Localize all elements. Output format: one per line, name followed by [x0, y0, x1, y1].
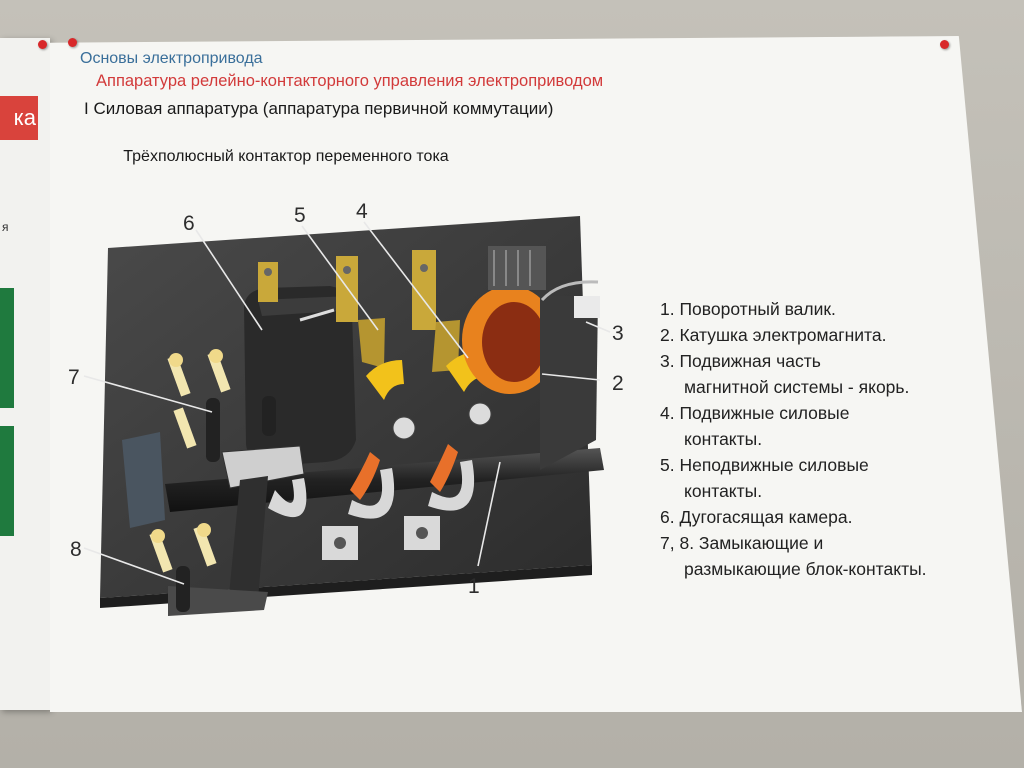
flexible-conductor	[268, 478, 307, 518]
armature-plate	[574, 296, 600, 318]
diagram-title: Трёхполюсный контактор переменного тока	[123, 148, 449, 165]
flexible-conductor	[428, 460, 475, 511]
fixed-contact	[432, 320, 460, 372]
legend-item: 3. Подвижная часть	[660, 351, 821, 371]
contact-holder	[350, 452, 380, 500]
aux-pushrod	[262, 396, 276, 436]
section-title: I Силовая аппаратура (аппаратура первичн…	[84, 99, 554, 118]
arc-chute-highlight	[299, 308, 335, 322]
left-poster-text-fragment: я	[2, 220, 9, 234]
bolt-icon	[334, 537, 346, 549]
left-poster-green-block	[0, 288, 14, 408]
spring-icon	[468, 402, 492, 426]
push-pin-icon	[68, 38, 77, 47]
aux-contacts-upper	[167, 349, 231, 449]
bolt-icon	[264, 268, 272, 276]
course-title: Основы электропривода	[80, 50, 263, 67]
callout-number: 4	[356, 200, 368, 223]
left-poster-green-block	[0, 426, 14, 536]
callout-number: 3	[612, 322, 624, 345]
aux-pushrod	[206, 398, 220, 462]
push-pin-icon	[38, 40, 47, 49]
spring-icon	[392, 416, 416, 440]
legend-item: 1. Поворотный валик.	[660, 299, 836, 319]
legend-item: 2. Катушка электромагнита.	[660, 325, 887, 345]
aux-contacts-lower	[149, 523, 217, 573]
callout-number: 8	[70, 538, 82, 561]
flexible-conductor	[348, 468, 395, 519]
legend-item: 5. Неподвижные силовые	[660, 455, 869, 475]
aux-base	[168, 586, 268, 616]
legend-list: 1. Поворотный валик. 2. Катушка электром…	[660, 296, 1020, 582]
contact-holder	[430, 444, 458, 492]
left-poster-red-badge: ка	[0, 96, 38, 140]
fixed-terminal	[336, 256, 358, 322]
legend-item: 4. Подвижные силовые	[660, 403, 850, 423]
callout-number: 5	[294, 204, 306, 227]
bolt-icon	[416, 527, 428, 539]
fixed-terminal	[258, 262, 278, 302]
bolt-icon	[343, 266, 351, 274]
callout-number: 2	[612, 372, 624, 395]
legend-item: размыкающие блок-контакты.	[684, 559, 927, 579]
legend-item: контакты.	[684, 429, 763, 449]
bolt-icon	[420, 264, 428, 272]
armature-spring	[540, 280, 599, 302]
legend-item: 6. Дугогасящая камера.	[660, 507, 853, 527]
left-neighbor-poster: ка я	[0, 38, 50, 710]
aux-pushrod	[176, 566, 190, 612]
legend-item: магнитной системы - якорь.	[684, 377, 910, 397]
coil-inner	[482, 302, 546, 382]
callout-number: 7	[68, 366, 80, 389]
shaft-bracket	[122, 432, 165, 528]
legend-item: контакты.	[684, 481, 763, 501]
moving-contact	[366, 360, 404, 400]
callout-number: 1	[468, 575, 480, 598]
aux-lever	[228, 476, 268, 606]
callout-leaders	[83, 221, 611, 585]
fixed-contact	[358, 318, 385, 368]
legend-item: 7, 8. Замыкающие и	[660, 533, 824, 553]
armature	[540, 296, 598, 470]
callout-number: 6	[183, 212, 195, 235]
aux-bridge	[221, 445, 305, 489]
topic-title: Аппаратура релейно-контакторного управле…	[96, 72, 604, 90]
push-pin-icon	[940, 40, 949, 49]
